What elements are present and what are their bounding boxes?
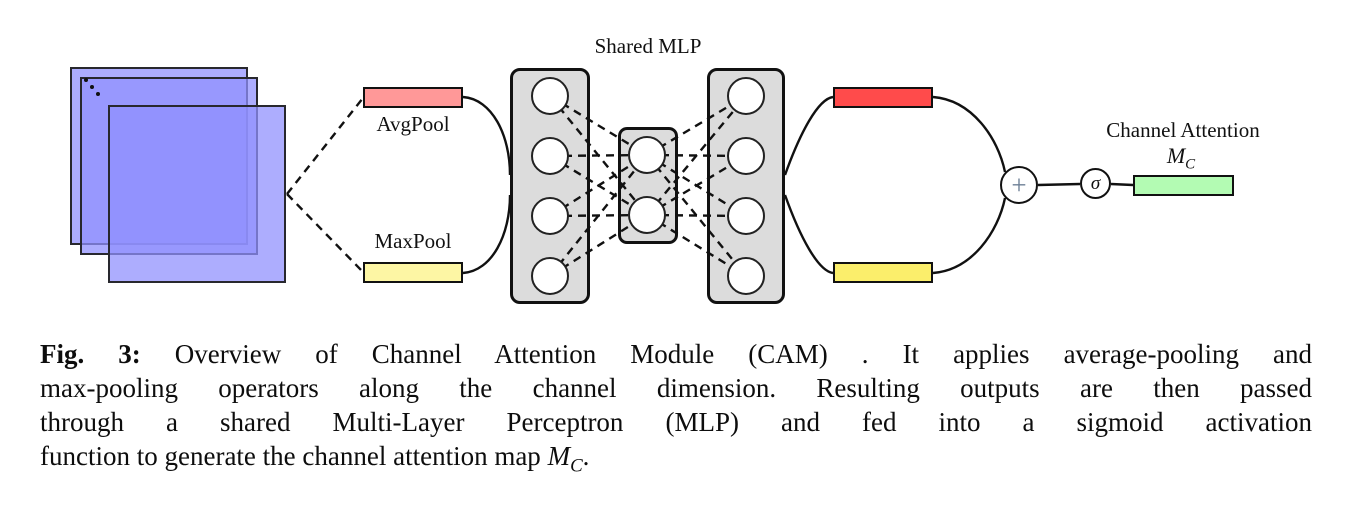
caption-fig-label: Fig. 3: [40,339,141,369]
mlp-neuron [531,257,569,295]
mlp-neuron [531,137,569,175]
avgpool-label: AvgPool [376,112,450,136]
figure-caption: Fig. 3: Overview of Channel Attention Mo… [40,337,1312,483]
max-output-bar [833,262,933,283]
caption-line-3: through a shared Multi-Layer Perceptron … [40,407,1312,437]
caption-line-1-text: Overview of Channel Attention Module (CA… [140,339,1312,369]
caption-mc-sub: C [570,455,583,477]
mlp-neuron [727,197,765,235]
mlp-neuron [628,136,666,174]
mlp-neuron [531,197,569,235]
mc-var: M [1166,143,1186,168]
avg-output-bar [833,87,933,108]
sigma-icon: σ [1090,173,1101,194]
feature-map-front [108,105,286,283]
sigmoid-node: σ [1080,168,1111,199]
maxpool-bar [363,262,463,283]
mlp-neuron [727,257,765,295]
mc-sub: C [1185,156,1196,173]
attention-map-bar [1133,175,1234,196]
mlp-neuron [727,77,765,115]
caption-line-1: Fig. 3: Overview of Channel Attention Mo… [40,337,1312,371]
mc-label: MC [1167,143,1195,173]
avgpool-bar [363,87,463,108]
mlp-neuron [727,137,765,175]
channel-attention-label: Channel Attention [1106,118,1260,142]
sum-node: + [1000,166,1038,204]
mlp-neuron [531,77,569,115]
maxpool-label: MaxPool [374,229,452,253]
caption-period: . [582,441,590,471]
plus-icon: + [1011,169,1027,200]
mlp-neuron [628,196,666,234]
caption-line-4: function to generate the channel attenti… [40,439,1312,483]
caption-line-4-text: function to generate the channel attenti… [40,441,548,471]
caption-line-2: max-pooling operators along the channel … [40,373,1312,403]
caption-mc-var: M [547,441,571,471]
shared-mlp-label: Shared MLP [594,34,702,58]
